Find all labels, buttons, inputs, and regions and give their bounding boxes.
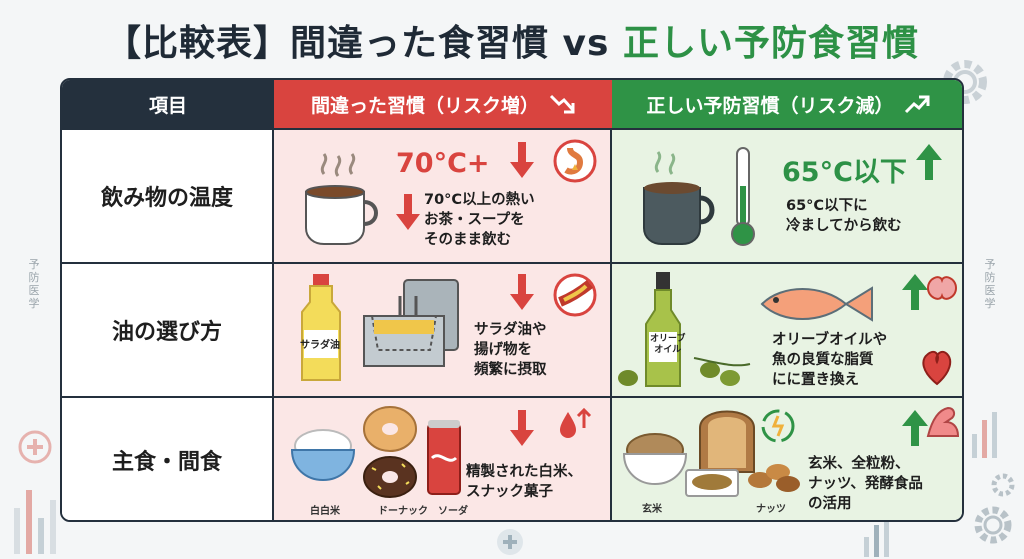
arrow-down-icon — [510, 274, 534, 310]
header-wrong: 間違った習慣（リスク増） — [274, 80, 612, 128]
thermometer-icon — [731, 147, 755, 246]
gear-icon — [991, 473, 1015, 497]
row-label: 飲み物の温度 — [62, 130, 274, 262]
olive-oil-label: オリーブ オイル — [650, 334, 686, 355]
gut-health-icon — [761, 409, 795, 443]
header-item: 項目 — [62, 80, 274, 128]
rice-bowl-icon — [290, 429, 356, 482]
wrong-description: 精製された白米、 スナック菓子 — [466, 464, 582, 500]
row-label: 主食・間食 — [62, 398, 274, 520]
side-label-right: 予防医学 — [984, 258, 996, 310]
wrong-cell: 白白米 ドーナック ソーダ 精製された白米、 スナック菓子 — [274, 398, 612, 520]
page-title: 【比較表】間違った食習慣 vs 正しい予防食習慣 — [105, 23, 919, 64]
caption-brown-rice: 玄米 — [642, 504, 662, 515]
table-row: 飲み物の温度 70°C+ 70°C以上の熱い お茶・スープを そのまま飲む — [62, 128, 962, 262]
bar-chart-icon — [864, 517, 889, 557]
right-description: 玄米、全粒粉、 ナッツ、発酵食品 の活用 — [808, 456, 923, 512]
trend-down-icon — [549, 94, 575, 114]
wrong-description: サラダ油や 揚げ物を 頻繁に摂取 — [474, 322, 547, 378]
right-description: 65°C以下に 冷ましてから飲む — [786, 198, 902, 234]
heart-icon — [922, 350, 952, 386]
brain-icon — [926, 276, 958, 300]
blocked-artery-icon — [553, 273, 597, 317]
olive-oil-bottle-icon — [645, 272, 681, 387]
arrow-up-icon — [916, 144, 942, 180]
side-label-left: 予防医学 — [28, 258, 40, 310]
salad-oil-bottle-icon — [301, 274, 341, 381]
caption-rice: 白白米 — [310, 506, 340, 517]
salmon-icon — [760, 286, 873, 322]
bar-chart-icon — [14, 490, 56, 554]
right-cell: オリーブ オイル オリーブオイルや 魚の良質な脂質 にに置き換え — [612, 264, 962, 396]
plus-icon — [18, 430, 52, 464]
salad-oil-label: サラダ油 — [300, 340, 340, 351]
soda-can-icon — [427, 420, 461, 495]
mug-icon — [643, 151, 715, 245]
caption-nuts: ナッツ — [756, 504, 786, 515]
caption-soda: ソーダ — [438, 506, 468, 517]
header-right: 正しい予防習慣（リスク減） — [612, 80, 962, 128]
olives-icon — [618, 357, 751, 386]
caption-donut: ドーナック — [378, 506, 428, 517]
donut-icon — [363, 406, 417, 452]
blood-drop-icon — [560, 407, 592, 438]
table-row: 油の選び方 サラダ油 サラダ油や 揚げ物を 頻繁に摂取 — [62, 262, 962, 396]
muscle-arm-icon — [926, 406, 960, 437]
nuts-icon — [748, 464, 800, 492]
natto-icon — [685, 469, 739, 497]
right-description: オリーブオイルや 魚の良質な脂質 にに置き換え — [772, 332, 888, 388]
brown-rice-bowl-icon — [622, 433, 688, 486]
chocolate-donut-icon — [363, 456, 417, 498]
row-label: 油の選び方 — [62, 264, 274, 396]
right-temp-value: 65°C以下 — [782, 157, 907, 188]
gear-icon — [974, 506, 1012, 544]
arrow-up-icon — [902, 274, 928, 310]
wrong-temp-value: 70°C+ — [396, 148, 490, 179]
hot-coffee-cup-icon — [305, 153, 378, 245]
wrong-cell: サラダ油 サラダ油や 揚げ物を 頻繁に摂取 — [274, 264, 612, 396]
stomach-icon — [553, 139, 597, 183]
table-row: 主食・間食 白白米 ドーナック ソーダ — [62, 396, 962, 520]
right-cell: 玄米 ナッツ 玄米、全粒粉、 ナッツ、発酵食品 の活用 — [612, 398, 962, 520]
wrong-description: 70°C以上の熱い お茶・スープを そのまま飲む — [424, 192, 535, 248]
comparison-table: 項目 間違った習慣（リスク増） 正しい予防習慣（リスク減） 飲み物の温度 70°… — [60, 78, 964, 522]
arrow-down-icon — [396, 194, 420, 230]
arrow-up-icon — [902, 410, 928, 446]
plus-icon — [497, 529, 523, 555]
arrow-down-icon — [510, 410, 534, 446]
right-cell: 65°C以下 65°C以下に 冷ましてから飲む — [612, 130, 962, 262]
deep-fryer-icon — [363, 279, 459, 367]
bar-chart-icon — [972, 412, 997, 458]
whole-grain-bread-icon — [699, 410, 755, 473]
trend-up-icon — [904, 95, 929, 114]
arrow-down-icon — [510, 142, 534, 178]
wrong-cell: 70°C+ 70°C以上の熱い お茶・スープを そのまま飲む — [274, 130, 612, 262]
